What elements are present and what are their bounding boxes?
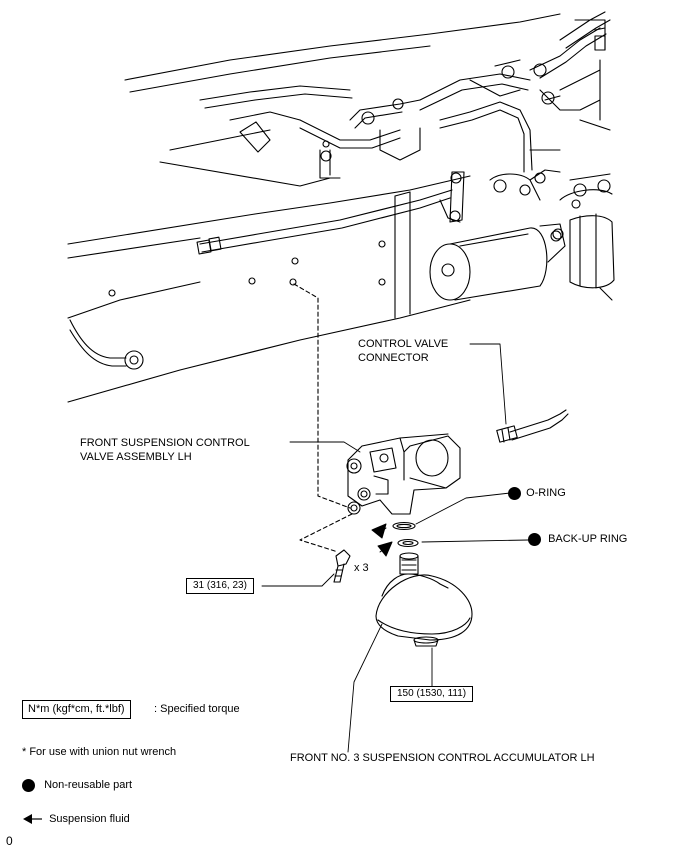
legend-non-reusable: Non-reusable part [22, 778, 132, 792]
control-valve-assembly [346, 433, 461, 515]
o-ring-label: O-RING [508, 486, 566, 500]
non-reusable-dot-icon [528, 532, 541, 546]
mounting-guide-lines [293, 283, 353, 553]
accumulator [375, 552, 473, 647]
control-valve-assembly-label: FRONT SUSPENSION CONTROL VALVE ASSEMBLY … [80, 436, 250, 464]
upper-chassis [124, 11, 611, 187]
control-valve-assembly-line1: FRONT SUSPENSION CONTROL [80, 437, 250, 449]
hydraulic-line-left [69, 189, 453, 370]
frame-rail [67, 175, 471, 403]
non-reusable-text: Non-reusable part [44, 779, 133, 791]
bracket-arm [439, 169, 561, 223]
legend-suspension-fluid: Suspension fluid [22, 812, 130, 826]
suspension-fluid-text: Suspension fluid [49, 813, 130, 825]
control-valve-assembly-line2: VALVE ASSEMBLY LH [80, 451, 192, 463]
corner-mark: 0 [6, 834, 13, 848]
control-valve-connector-line1: CONTROL VALVE [358, 338, 449, 350]
union-nut-note: * For use with union nut wrench [22, 746, 177, 758]
bolt-torque-box: 31 (316, 23) [186, 578, 254, 594]
fluid-arrow-icon [23, 814, 42, 825]
seal-rings [392, 521, 419, 548]
accumulator-label: FRONT NO. 3 SUSPENSION CONTROL ACCUMULAT… [290, 752, 595, 764]
torque-unit-box: N*m (kgf*cm, ft.*lbf) [22, 700, 131, 719]
control-valve-connector [496, 409, 569, 443]
leader-lines [261, 343, 529, 753]
torque-description: : Specified torque [154, 703, 240, 715]
fluid-arrows [371, 523, 393, 557]
accumulator-torque-box: 150 (1530, 111) [390, 686, 474, 702]
non-reusable-dot-icon [508, 486, 521, 500]
back-up-ring-label: BACK-UP RING [528, 532, 627, 546]
back-up-ring-text: BACK-UP RING [548, 533, 628, 545]
o-ring-text: O-RING [526, 487, 566, 499]
bolt-qty-label: x 3 [354, 562, 369, 574]
control-valve-connector-label: CONTROL VALVE CONNECTOR [358, 337, 448, 365]
pump-cylinder [429, 223, 566, 301]
non-reusable-dot-icon [22, 778, 35, 792]
control-valve-connector-line2: CONNECTOR [358, 352, 429, 364]
bolt [333, 549, 351, 583]
right-damper [552, 173, 615, 301]
